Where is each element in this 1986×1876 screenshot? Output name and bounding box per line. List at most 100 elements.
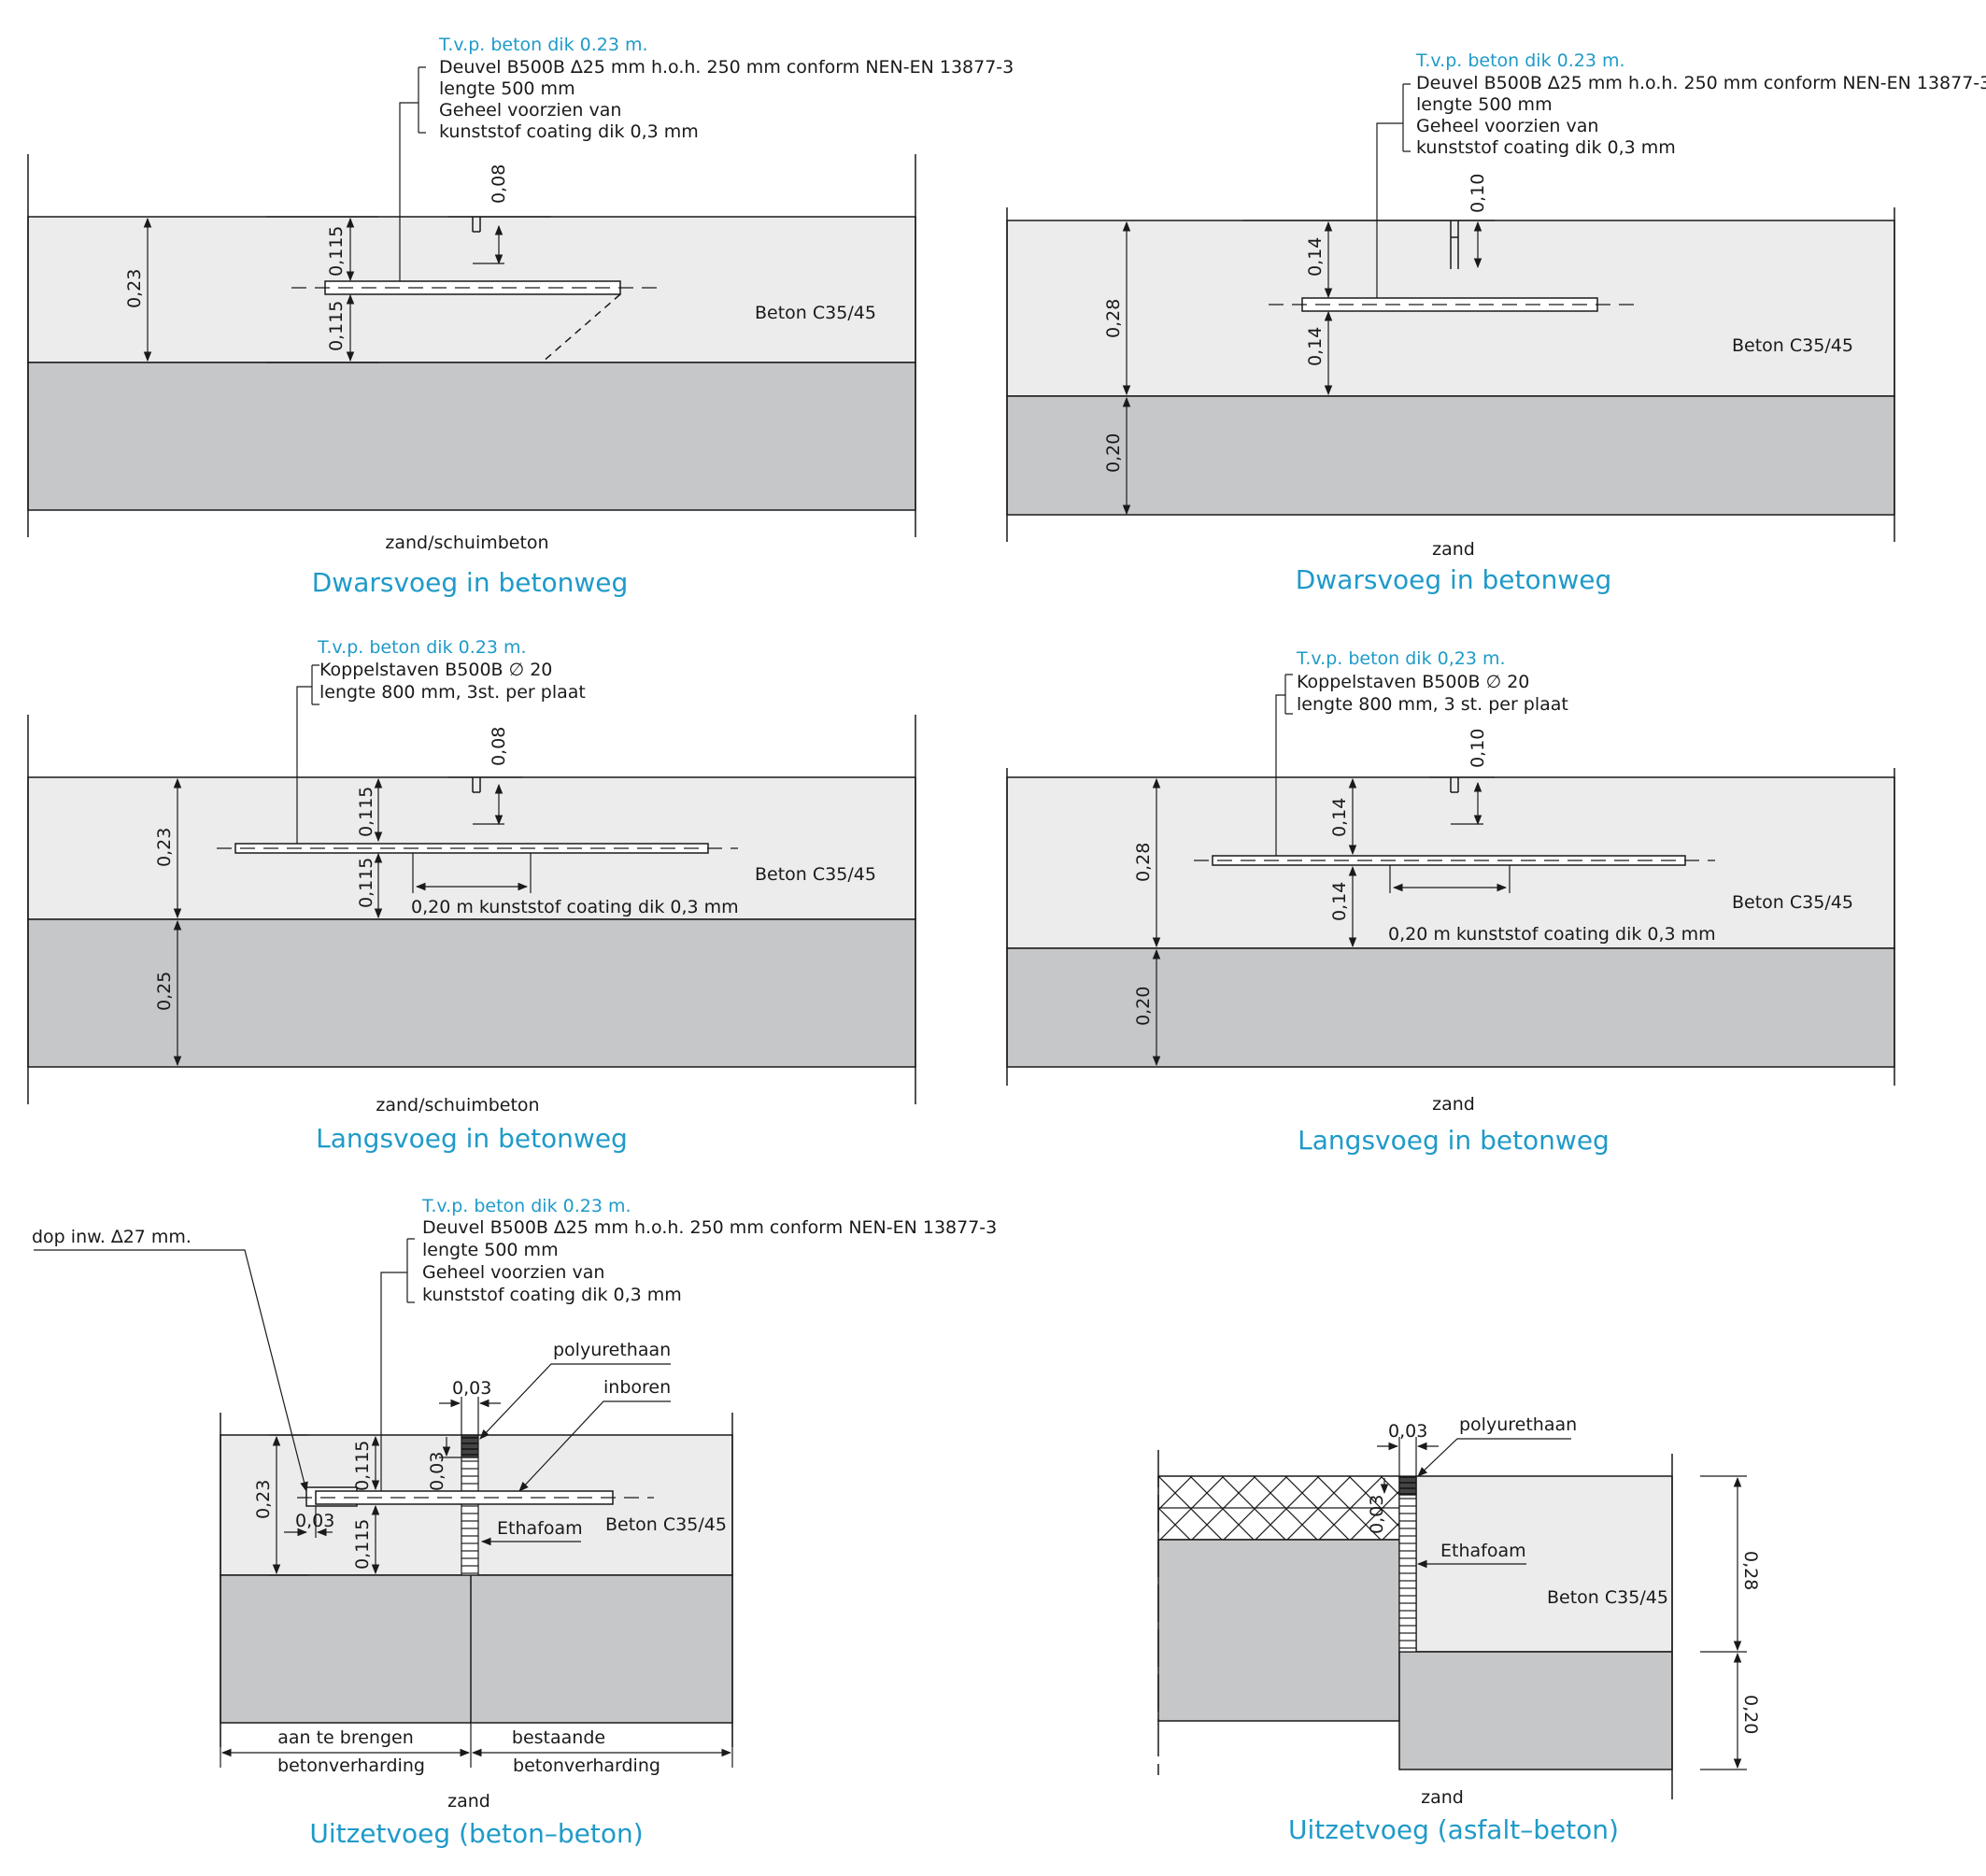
note-line: lengte 500 mm (1416, 94, 1553, 115)
material-label: Beton C35/45 (755, 864, 876, 885)
ethafoam-filler (461, 1457, 479, 1576)
note-line: kunststof coating dik 0,3 mm (439, 121, 699, 142)
inboren-leader (518, 1400, 671, 1492)
polyurethaan-label: polyurethaan (553, 1340, 671, 1360)
note-head: T.v.p. beton dik 0.23 m. (421, 1196, 631, 1216)
subbase-layer (220, 1574, 733, 1724)
dim-joint-label: 0,03 (1388, 1421, 1427, 1442)
dim-upper-label: 0,14 (1305, 237, 1326, 277)
detail-title: Dwarsvoeg in betonweg (1296, 564, 1612, 595)
dim-cap-label: 0,03 (295, 1511, 334, 1531)
dim-base-label: 0,20 (1133, 987, 1154, 1026)
polyurethaan-label: polyurethaan (1459, 1414, 1577, 1435)
subgrade-label: zand (1432, 539, 1475, 560)
dim-groove-label: 0,10 (1468, 729, 1488, 768)
note-leader (380, 1238, 415, 1491)
right-label-2: betonverharding (513, 1755, 660, 1776)
cap-label: dop inw. ∆27 mm. (32, 1227, 192, 1247)
dim-total-label: 0,28 (1133, 843, 1154, 882)
note-head: T.v.p. beton dik 0.23 m. (1415, 50, 1625, 71)
asphalt-subbase (1157, 1539, 1400, 1722)
subbase-layer (1006, 395, 1895, 516)
note-line: lengte 500 mm (439, 78, 575, 99)
note-line: Deuvel B500B ∆25 mm h.o.h. 250 mm confor… (439, 57, 1014, 78)
detail-langsvoeg-2: 0,10 0,28 0,20 0,14 0,14 0,20 m kunststo… (1006, 648, 1895, 1156)
dim-groove-label: 0,08 (489, 164, 509, 204)
detail-dwarsvoeg-1: 0,08 0,23 0,115 0,115 T.v.p. beton dik 0… (27, 35, 1014, 598)
coating-dim (412, 853, 532, 893)
saw-groove (472, 217, 481, 233)
dim-total-label: 0,23 (154, 828, 175, 867)
dim-lower-label: 0,115 (326, 301, 347, 351)
detail-title: Uitzetvoeg (beton–beton) (309, 1818, 643, 1849)
inboren-label: inboren (603, 1377, 671, 1398)
dim-base-label: 0,20 (1103, 433, 1124, 473)
note-line: lengte 800 mm, 3st. per plaat (319, 682, 586, 703)
material-label: Beton C35/45 (1732, 335, 1853, 356)
dim-total-label: 0,23 (253, 1480, 274, 1519)
saw-groove (472, 777, 481, 793)
detail-title: Langsvoeg in betonweg (1298, 1125, 1610, 1156)
polyurethane-seal (461, 1434, 479, 1458)
note-line: Geheel voorzien van (439, 100, 621, 121)
note-line: kunststof coating dik 0,3 mm (422, 1285, 682, 1305)
note-line: lengte 800 mm, 3 st. per plaat (1297, 694, 1568, 715)
material-label: Beton C35/45 (605, 1514, 727, 1535)
dim-lower-label: 0,115 (352, 1519, 373, 1570)
dim-upper-label: 0,115 (352, 1441, 373, 1491)
note-head: T.v.p. beton dik 0,23 m. (1296, 648, 1506, 669)
subbase-layer (1398, 1651, 1673, 1770)
note-line: kunststof coating dik 0,3 mm (1416, 137, 1676, 158)
ethafoam-label: Ethafoam (497, 1518, 583, 1539)
subbase-layer (27, 362, 916, 511)
detail-title: Dwarsvoeg in betonweg (312, 567, 629, 598)
note-head: T.v.p. beton dik 0.23 m. (438, 35, 648, 55)
saw-groove (1450, 220, 1459, 269)
detail-langsvoeg-1: 0,08 0,23 0,25 0,115 0,115 0,20 m kunsts… (27, 637, 916, 1154)
dim-upper-label: 0,14 (1329, 798, 1350, 837)
left-label-2: betonverharding (277, 1755, 425, 1776)
material-label: Beton C35/45 (755, 303, 876, 323)
note-head: T.v.p. beton dik 0.23 m. (317, 637, 527, 658)
note-leader (1275, 674, 1293, 856)
saw-groove (1450, 777, 1459, 793)
note-line: Deuvel B500B ∆25 mm h.o.h. 250 mm confor… (422, 1217, 997, 1238)
polyurethaan-leader (479, 1363, 671, 1440)
detail-title: Uitzetvoeg (asfalt–beton) (1288, 1814, 1619, 1845)
material-label: Beton C35/45 (1547, 1587, 1668, 1608)
note-leader (399, 66, 426, 281)
detail-uitzetvoeg-beton-beton: 0,23 0,115 0,115 0,03 0,03 0,03 dop inw.… (32, 1196, 997, 1849)
dim-upper-label: 0,115 (356, 787, 376, 837)
dim-joint-label: 0,03 (452, 1378, 491, 1399)
dim-seal-label: 0,03 (1367, 1495, 1387, 1534)
subgrade-label: zand (1432, 1094, 1475, 1115)
right-label-1: bestaande (512, 1727, 605, 1748)
coating-label: 0,20 m kunststof coating dik 0,3 mm (411, 897, 739, 917)
dim-lower-label: 0,14 (1329, 882, 1350, 921)
dim-base-label: 0,25 (154, 972, 175, 1011)
note-line: Deuvel B500B ∆25 mm h.o.h. 250 mm confor… (1416, 73, 1986, 93)
dim-groove-label: 0,10 (1468, 174, 1488, 213)
note-leader (1376, 83, 1411, 298)
detail-uitzetvoeg-asfalt-beton: 0,03 0,03 polyurethaan Ethafoam Beton C3… (1157, 1414, 1761, 1845)
dim-total-label: 0,23 (124, 269, 145, 308)
left-label-1: aan te brengen (277, 1727, 414, 1748)
dim-base-label: 0,20 (1740, 1695, 1761, 1734)
ethafoam-label: Ethafoam (1440, 1541, 1526, 1561)
dim-lower-label: 0,14 (1305, 327, 1326, 366)
subgrade-label: zand (447, 1791, 490, 1812)
coating-dim (1389, 865, 1511, 893)
note-line: Geheel voorzien van (1416, 116, 1598, 136)
coating-label: 0,20 m kunststof coating dik 0,3 mm (1388, 924, 1716, 945)
dim-total-label: 0,28 (1740, 1551, 1761, 1590)
dim-upper-label: 0,115 (326, 226, 347, 277)
dim-seal-label: 0,03 (427, 1452, 447, 1491)
material-label: Beton C35/45 (1732, 892, 1853, 913)
polyurethaan-leader (1417, 1438, 1571, 1477)
note-leader (296, 664, 319, 844)
detail-dwarsvoeg-2: 0,10 0,28 0,20 0,14 0,14 T.v.p. beton di… (1006, 50, 1986, 595)
subgrade-label: zand/schuimbeton (385, 533, 548, 553)
subgrade-label: zand/schuimbeton (376, 1095, 539, 1116)
note-line: Koppelstaven B500B ∅ 20 (1297, 672, 1529, 692)
dim-lower-label: 0,115 (356, 858, 376, 908)
